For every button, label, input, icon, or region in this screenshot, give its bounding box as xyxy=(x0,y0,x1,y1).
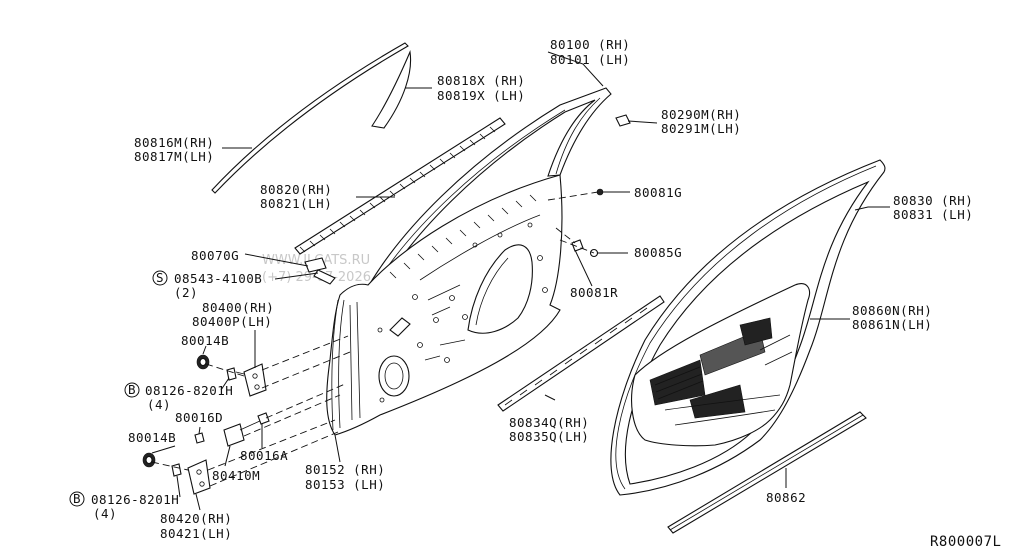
check-link-80410m[interactable] xyxy=(223,419,263,447)
label-08126-bottom-qty: (4) xyxy=(93,506,117,521)
assembly-lines xyxy=(151,191,599,487)
label-08543[interactable]: 08543-4100B xyxy=(174,271,262,286)
b-marker-bottom-circle xyxy=(69,491,85,507)
clip-80290m[interactable] xyxy=(615,114,631,127)
lower-hinge-80420[interactable] xyxy=(187,459,211,495)
label-80070g[interactable]: 80070G xyxy=(191,248,239,263)
label-80861n[interactable]: 80861N(LH) xyxy=(852,317,932,332)
washer-80014b-bottom[interactable] xyxy=(142,452,156,468)
label-80016a[interactable]: 80016A xyxy=(240,448,288,463)
label-80421[interactable]: 80421(LH) xyxy=(160,526,232,541)
label-80290m[interactable]: 80290M(RH) xyxy=(661,107,741,122)
label-80817m[interactable]: 80817M(LH) xyxy=(134,149,214,164)
label-08126-bottom[interactable]: 08126-8201H xyxy=(91,492,179,507)
label-80016d[interactable]: 80016D xyxy=(175,410,223,425)
label-80830[interactable]: 80830 (RH) xyxy=(893,193,973,208)
label-80152[interactable]: 80152 (RH) xyxy=(305,462,385,477)
label-80862[interactable]: 80862 xyxy=(766,490,806,505)
label-80835q[interactable]: 80835Q(LH) xyxy=(509,429,589,444)
label-80410m[interactable]: 80410M xyxy=(212,468,260,483)
label-80400p[interactable]: 80400P(LH) xyxy=(192,314,272,329)
label-80085g[interactable]: 80085G xyxy=(634,245,682,260)
label-08543-qty: (2) xyxy=(174,285,198,300)
part-labels: 80100 (RH) 80101 (LH) 80818X (RH) 80819X… xyxy=(69,37,1001,550)
s-marker-circle xyxy=(152,270,168,286)
outer-moulding-80816m[interactable] xyxy=(211,42,409,194)
label-80014b-bottom[interactable]: 80014B xyxy=(128,430,176,445)
leader-lines xyxy=(151,51,890,511)
bolt-80016d[interactable] xyxy=(194,432,205,444)
label-80420[interactable]: 80420(RH) xyxy=(160,511,232,526)
label-80818x[interactable]: 80818X (RH) xyxy=(437,73,525,88)
bolt-08126-top[interactable] xyxy=(226,367,245,381)
label-80819x[interactable]: 80819X (LH) xyxy=(437,88,525,103)
label-80400[interactable]: 80400(RH) xyxy=(202,300,274,315)
label-80820[interactable]: 80820(RH) xyxy=(260,182,332,197)
bolt-80016a[interactable] xyxy=(257,412,270,425)
label-80860n[interactable]: 80860N(RH) xyxy=(852,303,932,318)
label-80831[interactable]: 80831 (LH) xyxy=(893,207,973,222)
label-80014b-top[interactable]: 80014B xyxy=(181,333,229,348)
label-80153[interactable]: 80153 (LH) xyxy=(305,477,385,492)
label-08126-top[interactable]: 08126-8201H xyxy=(145,383,233,398)
label-80081g[interactable]: 80081G xyxy=(634,185,682,200)
weatherstrip-80820[interactable] xyxy=(294,117,506,255)
label-80101[interactable]: 80101 (LH) xyxy=(550,52,630,67)
bracket-80070g[interactable] xyxy=(304,257,336,285)
b-marker-top: B xyxy=(128,382,136,397)
upper-hinge-80400[interactable] xyxy=(243,363,267,397)
door-panel-80152[interactable] xyxy=(326,174,563,436)
sill-strip-80862[interactable] xyxy=(667,411,867,534)
label-80834q[interactable]: 80834Q(RH) xyxy=(509,415,589,430)
s-marker: S xyxy=(156,270,164,285)
sash-blade-80818x[interactable] xyxy=(371,50,412,129)
label-80100[interactable]: 80100 (RH) xyxy=(550,37,630,52)
label-80816m[interactable]: 80816M(RH) xyxy=(134,135,214,150)
label-80081r[interactable]: 80081R xyxy=(570,285,618,300)
label-80821[interactable]: 80821(LH) xyxy=(260,196,332,211)
belt-moulding-80834q[interactable] xyxy=(497,295,665,412)
b-marker-bottom: B xyxy=(73,491,81,506)
bolt-08126-bottom[interactable] xyxy=(171,463,182,477)
label-80291m[interactable]: 80291M(LH) xyxy=(661,121,741,136)
b-marker-top-circle xyxy=(124,382,140,398)
diagram-code: R800007L xyxy=(930,534,1001,550)
washer-80014b-top[interactable] xyxy=(196,354,210,370)
label-08126-top-qty: (4) xyxy=(147,397,171,412)
door-trim-80860n[interactable] xyxy=(631,283,811,447)
